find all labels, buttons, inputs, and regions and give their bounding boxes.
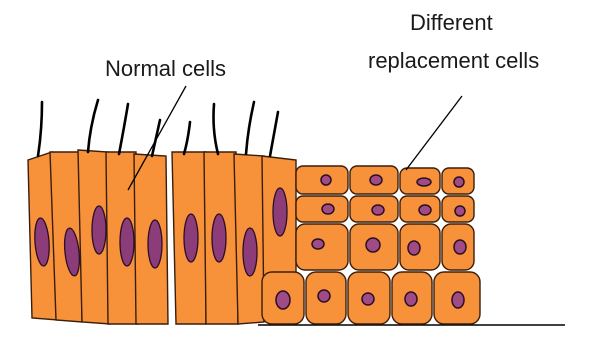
cell-nucleus <box>148 220 162 268</box>
normal-cells-label: Normal cells <box>105 56 226 81</box>
cell-nucleus <box>312 239 324 249</box>
cell-nucleus <box>273 188 287 236</box>
cell-nucleus <box>362 293 374 305</box>
cilium <box>246 102 254 154</box>
cilium <box>152 120 160 156</box>
cilium <box>214 104 219 154</box>
different-replacement-label-line1: Different <box>410 10 493 35</box>
normal-cells-group <box>28 150 296 324</box>
cell-nucleus <box>370 175 382 185</box>
cilium <box>38 102 42 156</box>
cilium <box>184 122 190 154</box>
cell-nucleus <box>454 240 466 254</box>
cell-nucleus <box>318 290 330 302</box>
cell-nucleus <box>405 292 417 306</box>
cell-nucleus <box>212 214 226 262</box>
cell-nucleus <box>419 205 431 215</box>
cilium <box>119 104 128 154</box>
cell-nucleus <box>276 291 290 309</box>
cell-nucleus <box>184 214 198 262</box>
cell-nucleus <box>408 241 420 255</box>
cilium <box>270 112 278 156</box>
cilium <box>88 100 98 152</box>
replacement-cells-pointer <box>406 96 462 170</box>
cell-nucleus <box>120 218 134 266</box>
cell-nucleus <box>92 206 106 254</box>
cell-nucleus <box>372 205 384 215</box>
cell-nucleus <box>452 292 464 308</box>
cilia-group <box>38 100 278 156</box>
cell-nucleus <box>321 175 331 185</box>
different-replacement-label-line2: replacement cells <box>368 48 539 73</box>
cell-nucleus <box>455 206 465 216</box>
cell-nucleus <box>243 228 257 276</box>
cell-nucleus <box>454 177 464 187</box>
cell-nucleus <box>417 178 431 186</box>
cell-nucleus <box>322 204 334 214</box>
cell-nucleus <box>366 238 380 252</box>
